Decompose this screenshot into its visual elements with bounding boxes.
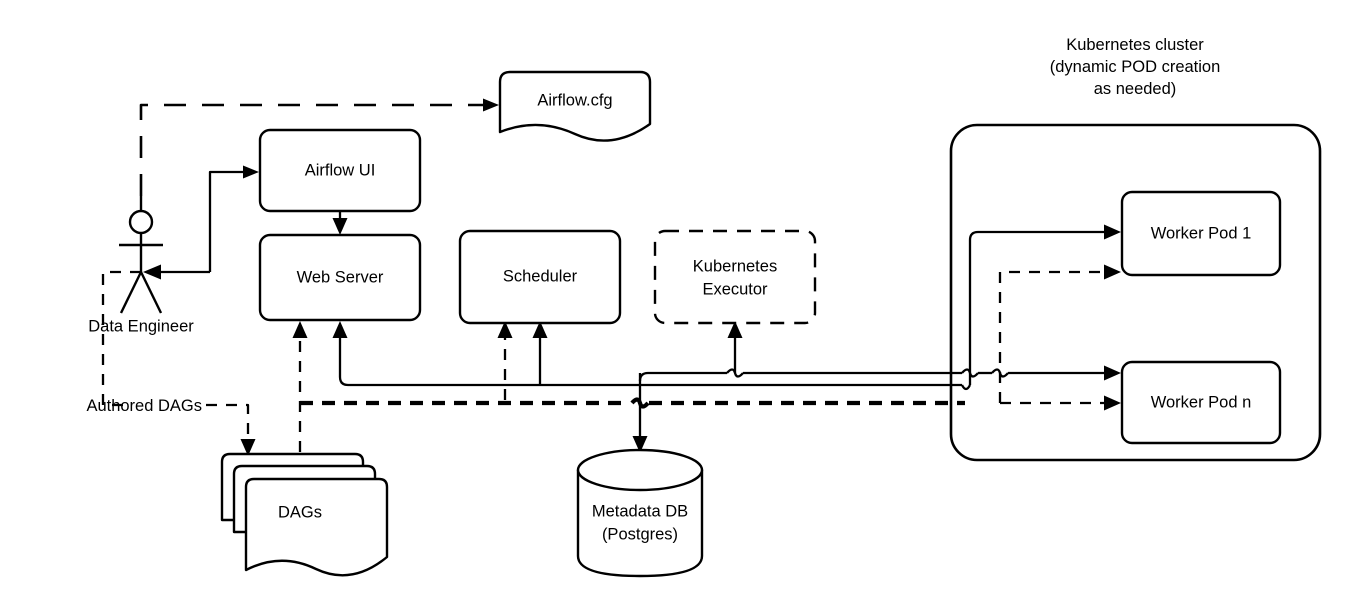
edge-dags-to-scheduler bbox=[497, 321, 513, 400]
cluster-caption-line3: as needed) bbox=[1094, 80, 1177, 98]
edge-dags-bus-dashed bbox=[300, 397, 965, 409]
edge-actor-to-airflow-ui bbox=[208, 165, 259, 272]
web-server-label: Web Server bbox=[297, 268, 384, 286]
node-dags[interactable]: DAGs bbox=[220, 452, 389, 577]
kubernetes-executor-label-line2: Executor bbox=[702, 280, 768, 298]
node-airflow-ui[interactable]: Airflow UI bbox=[258, 128, 422, 213]
edge-actor-to-airflow-cfg bbox=[139, 98, 499, 196]
kubernetes-executor-label-line1: Kubernetes bbox=[693, 257, 777, 275]
node-worker-pod-1[interactable]: Worker Pod 1 bbox=[1120, 190, 1282, 277]
arrowhead-web-server-dashed bbox=[292, 321, 308, 338]
edge-airflow-ui-to-web-server bbox=[332, 211, 348, 235]
arrowhead-data-engineer bbox=[143, 264, 161, 280]
edge-metadata-db-to-scheduler bbox=[532, 321, 548, 385]
arrowhead-web-server-top bbox=[332, 218, 348, 235]
node-kubernetes-executor[interactable]: Kubernetes Executor bbox=[653, 229, 817, 325]
edge-metadata-db-to-web-server bbox=[332, 321, 640, 387]
edge-bus-to-kubernetes-executor bbox=[727, 321, 743, 373]
edge-dags-to-worker-pods bbox=[998, 264, 1121, 411]
airflow-ui-label: Airflow UI bbox=[305, 161, 376, 179]
dags-label: DAGs bbox=[278, 503, 322, 521]
node-web-server[interactable]: Web Server bbox=[258, 233, 422, 322]
airflow-cfg-label: Airflow.cfg bbox=[537, 91, 612, 109]
arrowhead-metadata-db bbox=[632, 436, 648, 453]
arrowhead-dags bbox=[240, 439, 256, 456]
metadata-db-label-line2: (Postgres) bbox=[602, 525, 678, 543]
arrowhead-airflow-cfg bbox=[483, 98, 499, 112]
scheduler-label: Scheduler bbox=[503, 267, 578, 285]
arrowhead-web-server-solid bbox=[332, 321, 348, 338]
arrowhead-scheduler-solid bbox=[532, 321, 548, 338]
node-airflow-cfg[interactable]: Airflow.cfg bbox=[498, 70, 652, 142]
arrowhead-worker-pod-n-dashed bbox=[1104, 395, 1121, 411]
arrowhead-airflow-ui bbox=[243, 165, 259, 179]
edge-bus-to-worker-pod-1 bbox=[640, 224, 1121, 391]
metadata-db-label-line1: Metadata DB bbox=[592, 502, 688, 520]
node-scheduler[interactable]: Scheduler bbox=[458, 229, 622, 325]
edge-actor-to-authored-dags bbox=[101, 270, 141, 407]
node-worker-pod-n[interactable]: Worker Pod n bbox=[1120, 360, 1282, 445]
arrowhead-kubernetes-executor bbox=[727, 321, 743, 338]
cluster-kubernetes[interactable]: Kubernetes cluster (dynamic POD creation… bbox=[949, 36, 1322, 462]
worker-pod-1-label: Worker Pod 1 bbox=[1151, 224, 1252, 242]
edge-authored-dags-to-dags bbox=[206, 403, 256, 456]
arrowhead-worker-pod-1-solid bbox=[1104, 224, 1121, 240]
data-engineer-label: Data Engineer bbox=[88, 317, 194, 335]
cluster-caption-line1: Kubernetes cluster bbox=[1066, 36, 1204, 54]
cluster-caption-line2: (dynamic POD creation bbox=[1050, 58, 1221, 76]
authored-dags-edge-label: Authored DAGs bbox=[86, 397, 202, 415]
arrowhead-worker-pod-n-solid bbox=[1104, 365, 1121, 381]
node-data-engineer-actor[interactable]: Data Engineer bbox=[88, 196, 194, 335]
node-metadata-db[interactable]: Metadata DB (Postgres) bbox=[576, 448, 704, 578]
arrowhead-worker-pod-1-dashed bbox=[1104, 264, 1121, 280]
edge-executor-bus bbox=[638, 365, 1121, 382]
edge-airflow-ui-to-actor bbox=[143, 264, 210, 280]
edge-dags-to-web-server bbox=[292, 321, 308, 452]
arrowhead-scheduler-dashed bbox=[497, 321, 513, 338]
worker-pod-n-label: Worker Pod n bbox=[1151, 393, 1252, 411]
